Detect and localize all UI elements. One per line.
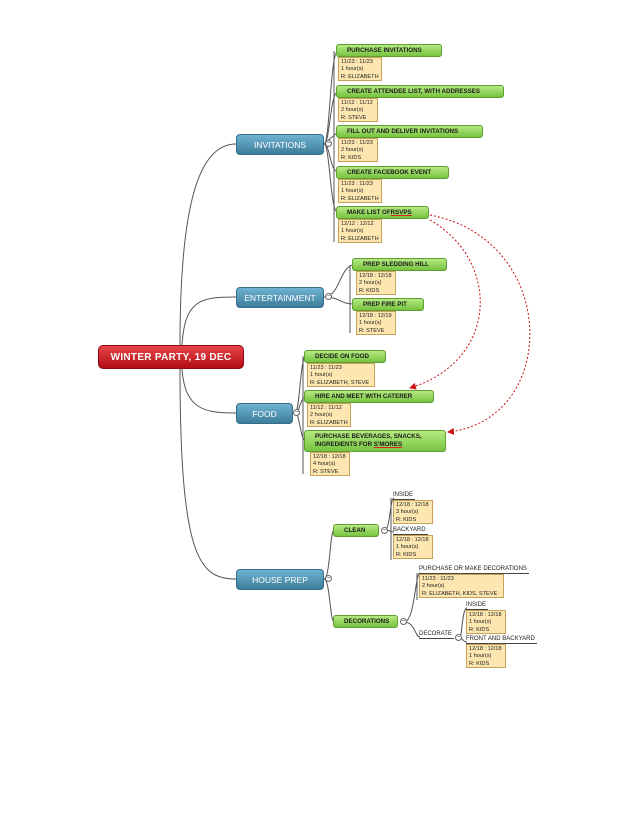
link-root-food [181,368,237,414]
branch-invitations[interactable]: INVITATIONS [236,134,324,155]
collapse-toggle-icon[interactable]: − [325,293,332,300]
task-make-list-of-rsvps[interactable]: MAKE LIST OF RSVPS [336,206,429,219]
collapse-toggle-icon[interactable]: − [293,409,300,416]
dependency-arrow-caterer [409,219,481,390]
link-root-invitations [179,143,237,346]
task-clean[interactable]: CLEAN [333,524,379,537]
link-root-houseprep [179,368,237,580]
root-topic-winter-party[interactable]: WINTER PARTY, 19 DEC [98,345,244,369]
task-decide-on-food[interactable]: DECIDE ON FOOD [304,350,386,363]
subtask-decorate-inside[interactable]: INSIDE [466,602,489,610]
task-purchase-beverages[interactable]: PURCHASE BEVERAGES, SNACKS,INGREDIENTS F… [304,430,446,452]
collapse-toggle-icon[interactable]: − [455,634,462,641]
task-hire-and-meet-with-caterer[interactable]: HIRE AND MEET WITH CATERER [304,390,434,403]
branch-house-prep[interactable]: HOUSE PREP [236,569,324,590]
collapse-toggle-icon[interactable]: − [400,618,407,625]
link-root-entertainment [181,296,237,346]
collapse-toggle-icon[interactable]: − [325,575,332,582]
branch-food[interactable]: FOOD [236,403,293,424]
subtask-purchase-decorations[interactable]: PURCHASE OR MAKE DECORATIONS [419,566,529,574]
task-fill-out-invitations[interactable]: FILL OUT AND DELIVER INVITATIONS [336,125,483,138]
task-create-facebook-event[interactable]: CREATE FACEBOOK EVENT [336,166,449,179]
task-prep-sledding-hill[interactable]: PREP SLEDDING HILL [352,258,447,271]
subtask-decorate[interactable]: DECORATE [419,631,454,639]
task-decorations[interactable]: DECORATIONS [333,615,398,628]
branch-entertainment[interactable]: ENTERTAINMENT [236,287,324,308]
task-create-attendee-list[interactable]: CREATE ATTENDEE LIST, WITH ADDRESSES [336,85,504,98]
subtask-clean-inside[interactable]: INSIDE [393,492,416,500]
subtask-decorate-front-and-backyard[interactable]: FRONT AND BACKYARD [466,636,537,644]
collapse-toggle-icon[interactable]: − [381,527,388,534]
collapse-toggle-icon[interactable]: − [325,140,332,147]
task-prep-fire-pit[interactable]: PREP FIRE PIT [352,298,424,311]
task-purchase-invitations[interactable]: PURCHASE INVITATIONS [336,44,442,57]
subtask-clean-backyard[interactable]: BACKYARD [393,527,428,535]
dependency-arrow-beverages [429,214,531,435]
